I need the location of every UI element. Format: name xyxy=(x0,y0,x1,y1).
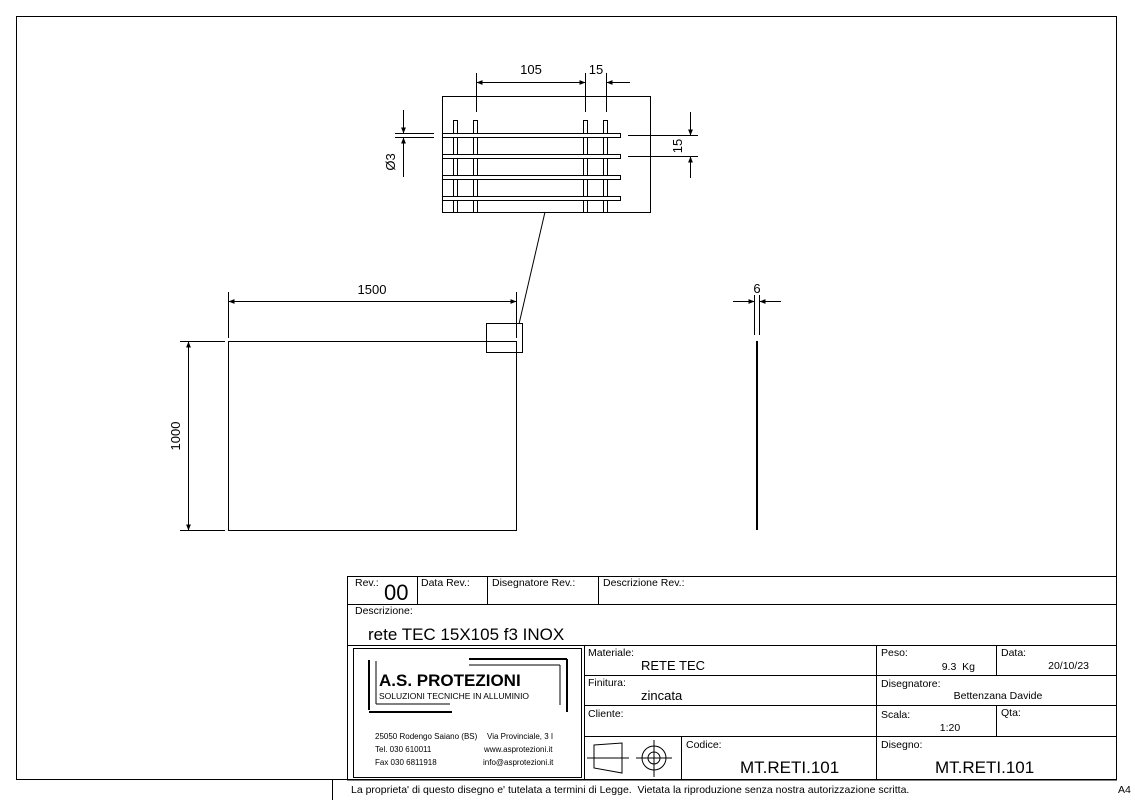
finitura-value: zincata xyxy=(641,688,683,703)
company-web: www.asprotezioni.it xyxy=(483,745,553,754)
company-tagline: SOLUZIONI TECNICHE IN ALLUMINIO xyxy=(379,691,529,701)
front-view: 1500 1000 xyxy=(168,282,523,531)
wire xyxy=(442,154,621,159)
detail-leader xyxy=(518,211,546,325)
disegnatore-rev-label: Disegnatore Rev.: xyxy=(492,577,575,589)
materiale-value: RETE TEC xyxy=(641,658,705,673)
dim-15-side: 15 xyxy=(670,139,685,153)
dim-diameter-3: Ø3 xyxy=(383,153,398,170)
cliente-label: Cliente: xyxy=(588,708,624,720)
wire xyxy=(583,120,588,213)
codice-value: MT.RETI.101 xyxy=(740,758,839,777)
finitura-label: Finitura: xyxy=(588,677,626,689)
projection-symbol-icon xyxy=(587,740,672,777)
descrizione-label: Descrizione: xyxy=(355,605,413,617)
wire xyxy=(442,175,621,180)
disegnatore-value: Bettenzana Davide xyxy=(954,690,1043,702)
sheet-size: A4 xyxy=(1118,784,1131,796)
company-email: info@asprotezioni.it xyxy=(483,758,554,767)
copyright-notice: La proprieta' di questo disegno e' tutel… xyxy=(351,784,909,796)
disegnatore-label: Disegnatore: xyxy=(881,678,941,690)
disegno-label: Disegno: xyxy=(881,739,922,751)
title-block: Rev.: 00 Data Rev.: Disegnatore Rev.: De… xyxy=(347,576,1117,781)
descrizione-value: rete TEC 15X105 f3 INOX xyxy=(368,625,564,644)
detail-view: 105 15 Ø3 15 xyxy=(383,62,698,325)
dim-6: 6 xyxy=(753,281,760,296)
vertical-wires xyxy=(453,120,608,213)
wire xyxy=(453,120,458,213)
company-name: A.S. PROTEZIONI xyxy=(379,671,521,690)
rev-value: 00 xyxy=(384,580,408,605)
panel-outline xyxy=(228,341,517,531)
data-value: 20/10/23 xyxy=(1048,660,1089,672)
wire xyxy=(603,120,608,213)
scala-label: Scala: xyxy=(881,709,910,721)
qta-label: Qta: xyxy=(1001,707,1021,719)
wire xyxy=(442,196,621,201)
dim-105: 105 xyxy=(520,62,542,77)
peso-label: Peso: xyxy=(881,647,908,659)
rev-label: Rev.: xyxy=(355,577,379,589)
dim-15-top: 15 xyxy=(589,62,603,77)
company-box xyxy=(353,648,582,778)
company-address: 25050 Rodengo Saiano (BS) xyxy=(375,732,478,741)
wire xyxy=(473,120,478,213)
dim-1500: 1500 xyxy=(358,282,387,297)
disegno-value: MT.RETI.101 xyxy=(935,758,1034,777)
data-label: Data: xyxy=(1001,647,1026,659)
company-street: Via Provinciale, 3 I xyxy=(487,732,553,741)
codice-label: Codice: xyxy=(686,739,722,751)
horizontal-wires xyxy=(442,133,621,201)
company-tel: Tel. 030 610011 xyxy=(375,745,432,754)
materiale-label: Materiale: xyxy=(588,647,634,659)
scala-value: 1:20 xyxy=(940,722,961,734)
company-fax: Fax 030 6811918 xyxy=(375,758,437,767)
side-view: 6 xyxy=(733,281,781,530)
dim-1000: 1000 xyxy=(168,422,183,451)
data-rev-label: Data Rev.: xyxy=(421,577,470,589)
detail-marker xyxy=(486,323,523,353)
wire xyxy=(442,133,621,138)
peso-value: 9.3 Kg xyxy=(942,661,975,673)
descrizione-rev-label: Descrizione Rev.: xyxy=(603,577,685,589)
